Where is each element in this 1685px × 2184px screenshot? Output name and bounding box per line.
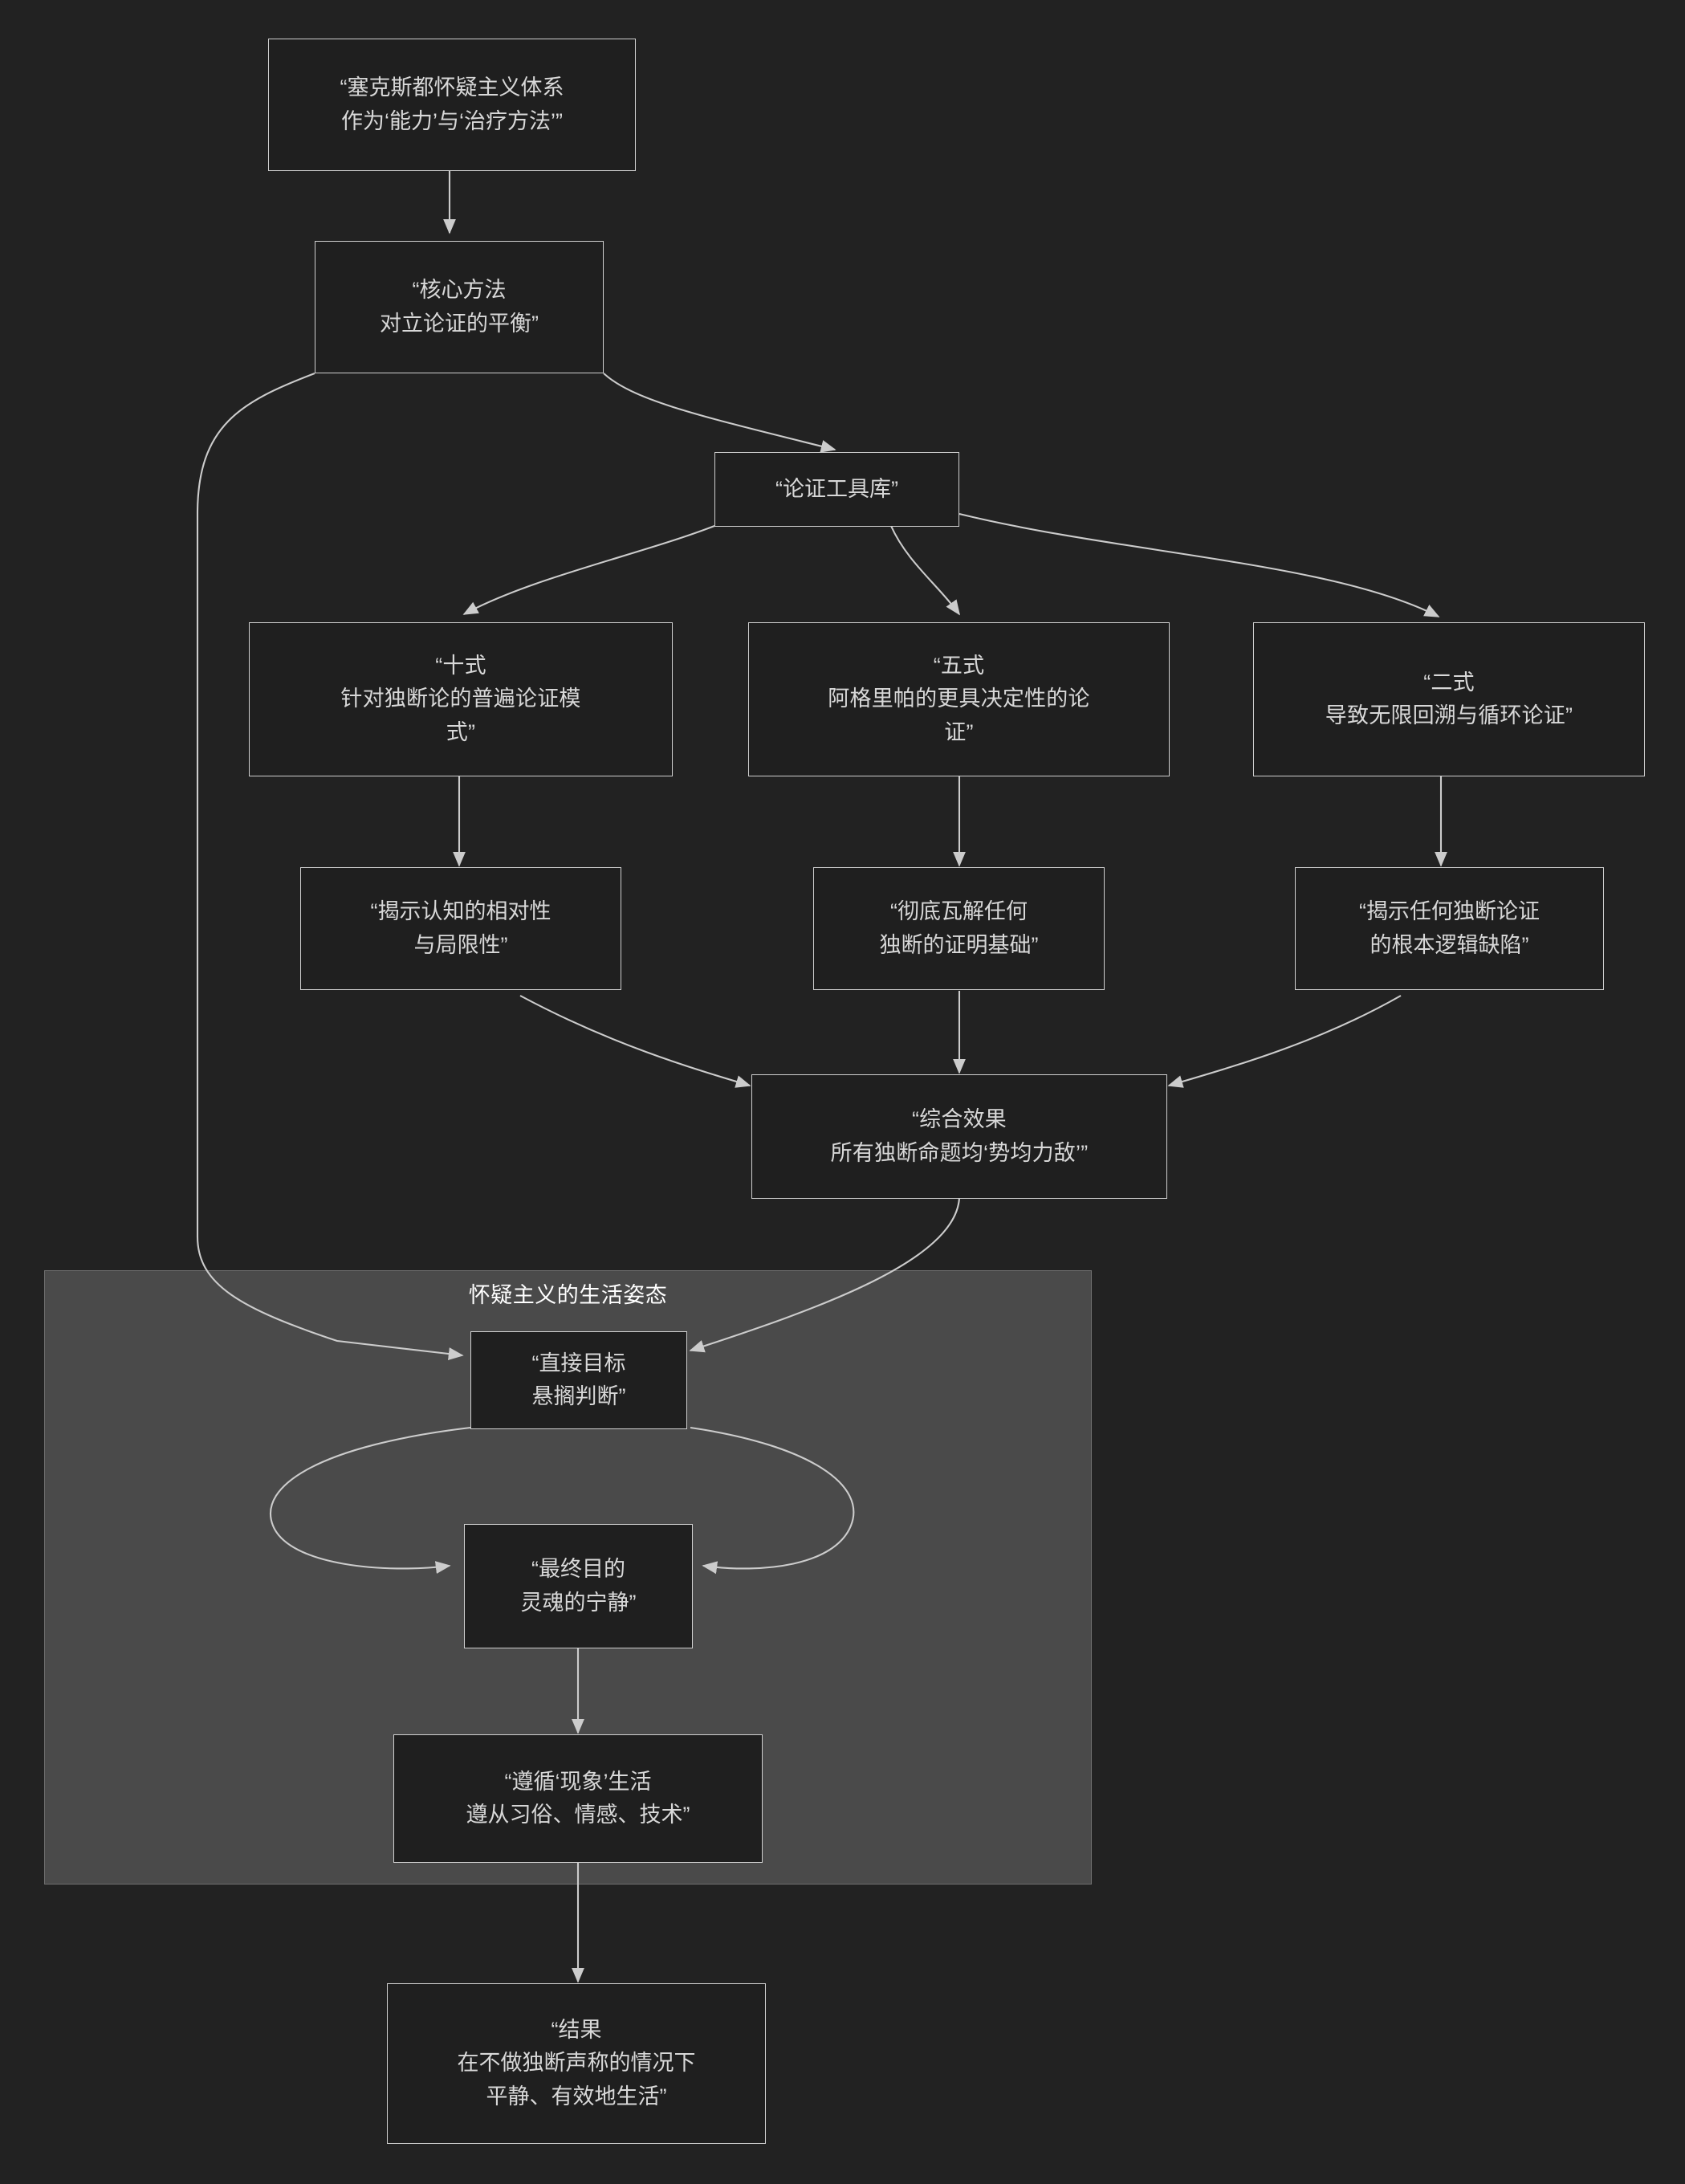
edge-core-toolbox	[603, 373, 836, 453]
node-label: “结果 在不做独断声称的情况下 平静、有效地生活”	[457, 2018, 696, 2109]
node-ten-modes[interactable]: “十式 针对独断论的普遍论证模 式”	[249, 622, 673, 776]
node-two-modes-result[interactable]: “揭示任何独断论证 的根本逻辑缺陷”	[1295, 867, 1604, 990]
node-five-modes-result[interactable]: “彻底瓦解任何 独断的证明基础”	[813, 867, 1105, 990]
node-immediate-goal[interactable]: “直接目标 悬搁判断”	[470, 1331, 687, 1429]
node-label: “彻底瓦解任何 独断的证明基础”	[879, 899, 1039, 957]
edge-toolbox-two	[958, 512, 1440, 617]
node-label: “二式 导致无限回溯与循环论证”	[1325, 670, 1573, 727]
node-label: “遵循‘现象’生活 遵从习俗、情感、技术”	[466, 1769, 690, 1827]
node-synthesis[interactable]: “综合效果 所有独断命题均‘势均力敌’”	[751, 1074, 1167, 1199]
node-argument-toolbox[interactable]: “论证工具库”	[714, 452, 959, 527]
node-live-by-appearance[interactable]: “遵循‘现象’生活 遵从习俗、情感、技术”	[393, 1734, 763, 1863]
node-outcome[interactable]: “结果 在不做独断声称的情况下 平静、有效地生活”	[387, 1983, 766, 2144]
edge-toolbox-ten	[462, 525, 715, 615]
edge-tenres-syn	[519, 995, 751, 1088]
node-five-modes[interactable]: “五式 阿格里帕的更具决定性的论 证”	[748, 622, 1170, 776]
node-core-method[interactable]: “核心方法 对立论证的平衡”	[315, 241, 604, 373]
node-label: “综合效果 所有独断命题均‘势均力敌’”	[830, 1107, 1089, 1165]
node-label: “五式 阿格里帕的更具决定性的论 证”	[828, 654, 1090, 744]
node-label: “论证工具库”	[775, 476, 898, 501]
edge-core-immediate	[196, 373, 464, 1360]
node-final-goal[interactable]: “最终目的 灵魂的宁静”	[464, 1524, 693, 1648]
node-ten-modes-result[interactable]: “揭示认知的相对性 与局限性”	[300, 867, 621, 990]
node-label: “塞克斯都怀疑主义体系 作为‘能力’与‘治疗方法’”	[340, 75, 564, 133]
subgraph-title: 怀疑主义的生活姿态	[468, 1283, 668, 1307]
node-label: “最终目的 灵魂的宁静”	[520, 1557, 637, 1615]
edge-twores-syn	[1167, 995, 1402, 1088]
node-label: “直接目标 悬搁判断”	[531, 1351, 626, 1408]
node-label: “核心方法 对立论证的平衡”	[380, 278, 539, 336]
node-skeptic-system[interactable]: “塞克斯都怀疑主义体系 作为‘能力’与‘治疗方法’”	[268, 39, 636, 171]
node-label: “十式 针对独断论的普遍论证模 式”	[340, 654, 581, 744]
node-label: “揭示认知的相对性 与局限性”	[370, 899, 551, 957]
edge-toolbox-five	[890, 525, 960, 616]
node-label: “揭示任何独断论证 的根本逻辑缺陷”	[1359, 899, 1540, 957]
node-two-modes[interactable]: “二式 导致无限回溯与循环论证”	[1253, 622, 1645, 776]
